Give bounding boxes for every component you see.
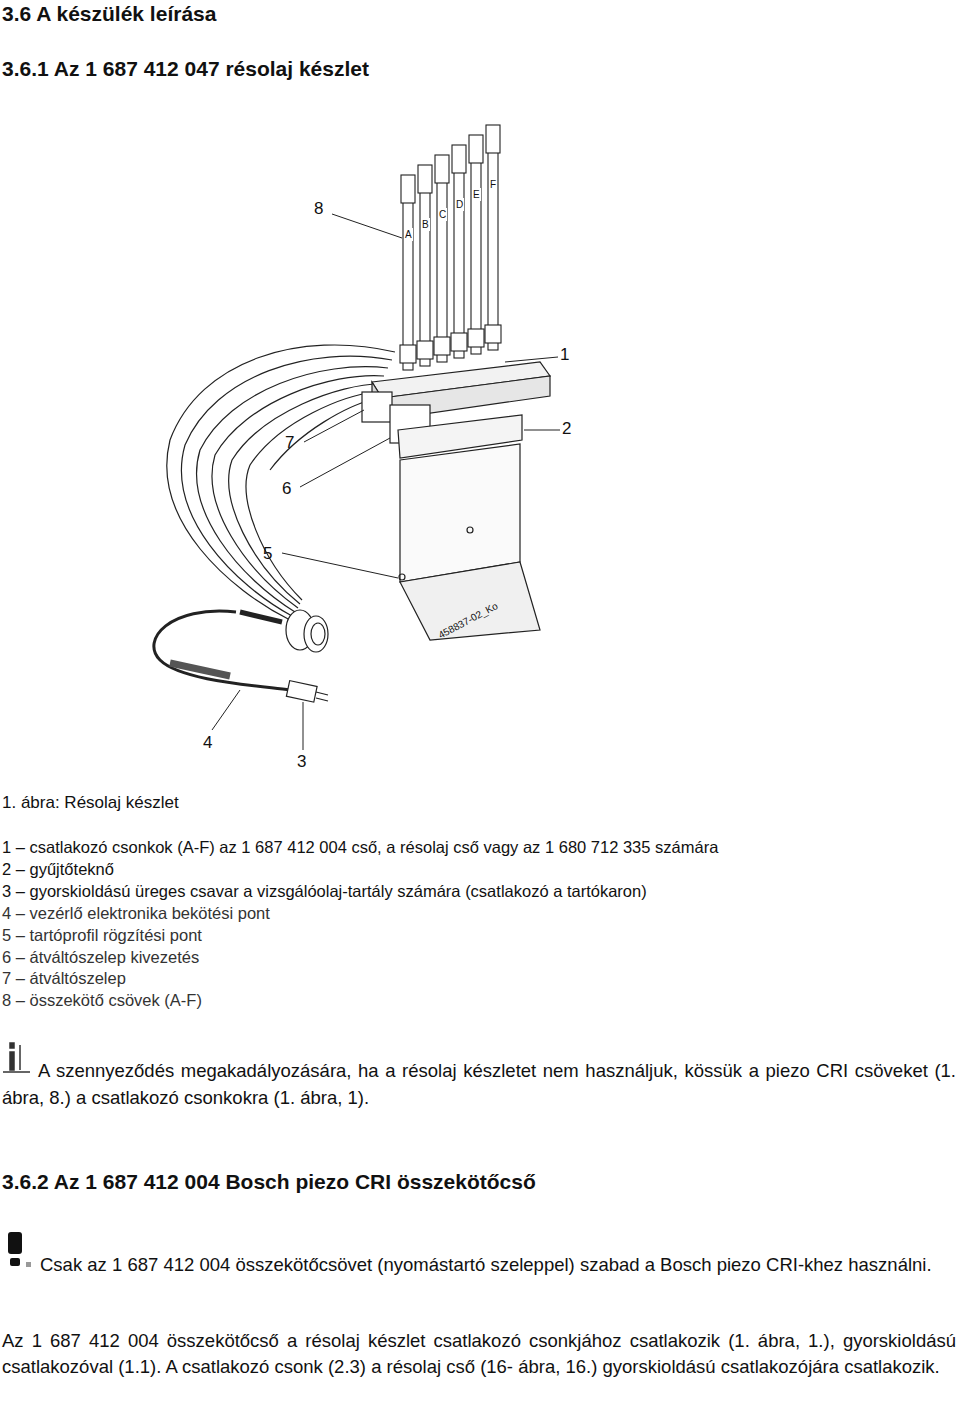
subsection-heading: 3.6.1 Az 1 687 412 047 résolaj készlet — [2, 55, 369, 82]
warning-icon — [8, 1232, 31, 1267]
legend-item: 1 – csatlakozó csonkok (A-F) az 1 687 41… — [2, 837, 718, 858]
info-note: A szennyeződés megakadályozására, ha a r… — [2, 1057, 956, 1111]
callout-number: 1 — [560, 344, 569, 366]
pipe-letter: A — [404, 228, 413, 241]
body-paragraph: Az 1 687 412 004 összekötőcső a résolaj … — [2, 1328, 956, 1380]
legend-item: 6 – átváltószelep kivezetés — [2, 947, 199, 968]
callout-number: 4 — [203, 732, 212, 754]
leader-lines — [212, 214, 560, 750]
legend-item: 2 – gyűjtőteknő — [2, 859, 114, 880]
section-title: 3.6 A készülék leírása — [2, 0, 216, 27]
callout-number: 7 — [285, 432, 294, 454]
legend-item: 4 – vezérlő elektronika bekötési pont — [2, 903, 270, 924]
pipe-letter: F — [489, 178, 497, 191]
legend-item: 8 – összekötő csövek (A-F) — [2, 990, 202, 1011]
callout-number: 8 — [314, 198, 323, 220]
legend-item: 7 – átváltószelep — [2, 968, 126, 989]
pipe-letter: E — [472, 188, 481, 201]
legend-item: 5 – tartóprofil rögzítési pont — [2, 925, 202, 946]
info-icon — [3, 1043, 30, 1072]
callout-number: 6 — [282, 478, 291, 500]
warning-note: Csak az 1 687 412 004 összekötőcsövet (n… — [2, 1251, 956, 1278]
pipe-letter: C — [438, 208, 447, 221]
rail-kit-drawing — [154, 345, 550, 702]
subsection-heading: 3.6.2 Az 1 687 412 004 Bosch piezo CRI ö… — [2, 1168, 536, 1195]
callout-number: 3 — [297, 751, 306, 773]
pipe-letter: D — [455, 198, 464, 211]
callout-number: 2 — [562, 418, 571, 440]
legend-item: 3 – gyorskioldású üreges csavar a vizsgá… — [2, 881, 647, 902]
figure-caption: 1. ábra: Résolaj készlet — [2, 792, 179, 814]
pipe-letter: B — [421, 218, 430, 231]
callout-number: 5 — [263, 543, 272, 565]
pipe-group — [400, 125, 501, 370]
drawing-number: 458837-02_Ko — [436, 599, 500, 641]
